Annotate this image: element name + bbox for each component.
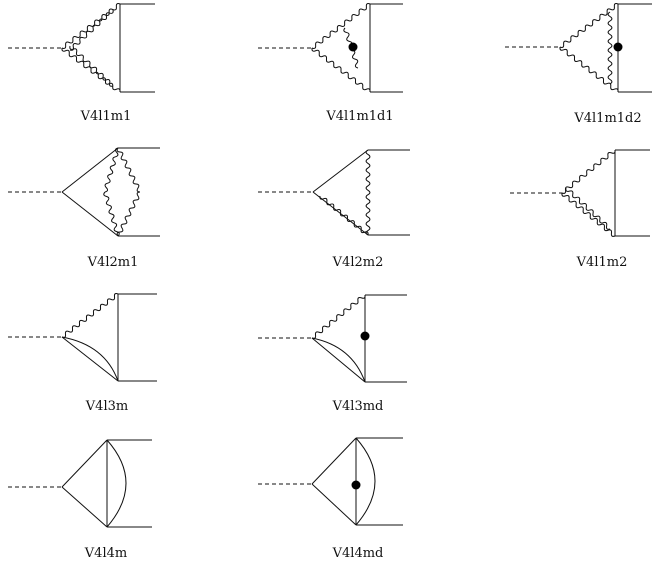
diagram-label: V4l1m1 <box>80 109 132 124</box>
photon-line-inner <box>607 11 613 85</box>
diagram-label: V4l3md <box>332 399 384 414</box>
fermion-line-lower <box>311 483 357 526</box>
diagram-label: V4l4md <box>332 546 384 561</box>
photon-line-inner <box>565 187 611 230</box>
photon-line-upper <box>61 293 119 338</box>
photon-line-upper <box>561 149 616 194</box>
diagram-v4l4m: V4l4m <box>8 439 152 561</box>
fermion-line-upper <box>61 147 119 193</box>
diagram-v4l1m2: V4l1m2 <box>510 149 650 270</box>
diagram-v4l2m1: V4l2m1 <box>8 147 160 270</box>
fermion-arc <box>106 439 127 528</box>
photon-line-diagonal <box>319 195 369 236</box>
fermion-line-lower <box>311 337 366 383</box>
diagram-label: V4l1m2 <box>576 255 628 270</box>
photon-line-lower <box>561 192 616 237</box>
diagram-v4l3md: V4l3md <box>258 294 407 414</box>
fermion-arc <box>61 336 119 382</box>
diagram-v4l1m1d1: V4l1m1d1 <box>258 3 403 124</box>
photon-line-upper <box>61 3 121 49</box>
photon-line-upper <box>559 3 619 48</box>
fermion-line-upper <box>311 437 357 485</box>
diagram-v4l1m1d2: V4l1m1d2 <box>505 3 652 126</box>
diagram-v4l1m1: V4l1m1 <box>8 3 155 124</box>
diagram-label: V4l3m <box>85 399 128 414</box>
photon-line-lower <box>311 47 371 93</box>
photon-line-left-lower <box>103 191 120 237</box>
photon-line-upper <box>311 294 366 339</box>
photon-line-right-upper <box>116 147 141 193</box>
photon-line-upper <box>311 3 371 49</box>
diagram-v4l4md: V4l4md <box>258 437 403 561</box>
fermion-line-upper <box>312 149 369 193</box>
fermion-arc <box>311 337 366 383</box>
diagram-label: V4l1m1d2 <box>573 111 641 126</box>
diagram-label: V4l1m1d1 <box>325 109 393 124</box>
fermion-line-lower <box>61 336 119 382</box>
photon-line-left-upper <box>104 147 119 193</box>
diagram-label: V4l2m2 <box>332 255 384 270</box>
diagram-v4l3m: V4l3m <box>8 293 157 414</box>
fermion-line-lower <box>61 486 108 528</box>
photon-line-lower-inner <box>69 45 114 87</box>
photon-line-lower <box>61 47 121 93</box>
mass-insertion-dot <box>613 42 623 52</box>
mass-insertion-dot <box>351 480 361 490</box>
photon-line-right-lower <box>116 191 141 237</box>
fermion-arc <box>355 437 376 526</box>
diagram-v4l2m2: V4l2m2 <box>258 149 410 270</box>
diagram-label: V4l2m1 <box>87 255 139 270</box>
diagram-label: V4l4m <box>84 546 127 561</box>
photon-line-upper-inner <box>69 9 114 51</box>
fermion-line-upper <box>61 439 108 488</box>
mass-insertion-dot <box>348 42 358 52</box>
photon-line-vertical <box>365 149 371 236</box>
fermion-line-lower <box>61 191 119 237</box>
mass-insertion-dot <box>360 331 370 341</box>
photon-line-lower <box>559 46 619 93</box>
